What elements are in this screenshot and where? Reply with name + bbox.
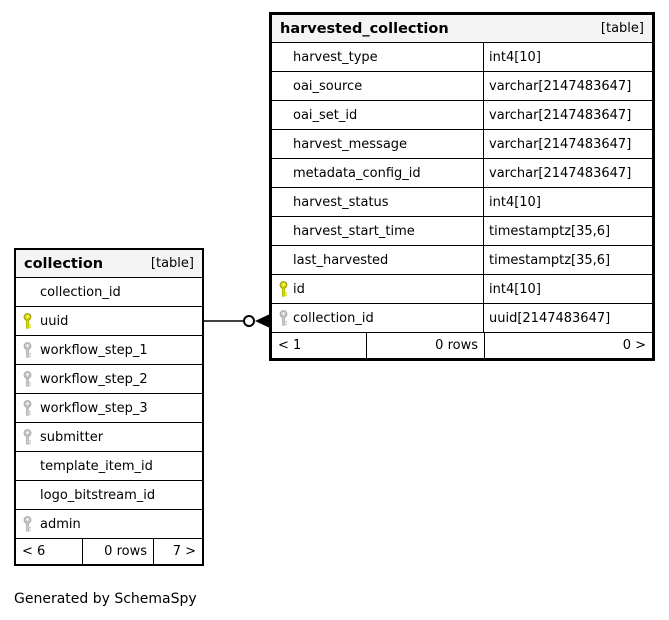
column-row-harvest_message[interactable]: harvest_message varchar[2147483647] (272, 130, 652, 159)
column-name-cell: template_item_id (16, 452, 202, 480)
column-name-cell: harvest_start_time (272, 217, 484, 245)
column-name-cell: harvest_message (272, 130, 484, 158)
column-type: int4[10] (489, 281, 541, 297)
column-row-collection_id[interactable]: collection_id (16, 278, 202, 307)
column-type: varchar[2147483647] (489, 107, 632, 123)
column-name-cell: uuid (16, 307, 202, 335)
column-row-uuid[interactable]: uuid (16, 307, 202, 336)
table-harvested-collection-header[interactable]: harvested_collection [table] (272, 15, 652, 43)
column-name-cell: admin (16, 510, 202, 538)
column-name: template_item_id (40, 458, 153, 474)
column-type: uuid[2147483647] (489, 310, 611, 326)
column-row-harvest_status[interactable]: harvest_status int4[10] (272, 188, 652, 217)
zero-or-one-circle-marker (243, 315, 255, 327)
column-name: harvest_message (293, 136, 408, 152)
table-collection-badge: [table] (150, 256, 194, 271)
column-type: int4[10] (489, 194, 541, 210)
column-type: int4[10] (489, 49, 541, 65)
column-name: oai_source (293, 78, 363, 94)
column-name-cell: workflow_step_3 (16, 394, 202, 422)
column-row-collection_id[interactable]: collection_id uuid[2147483647] (272, 304, 652, 333)
foreign-key-icon (22, 400, 33, 417)
table-collection-footer: < 6 0 rows 7 > (16, 539, 202, 564)
column-row-harvest_type[interactable]: harvest_type int4[10] (272, 43, 652, 72)
column-type: varchar[2147483647] (489, 136, 632, 152)
column-name: admin (40, 516, 81, 532)
table-harvested-collection: harvested_collection [table] harvest_typ… (269, 12, 655, 361)
column-name-cell: oai_set_id (272, 101, 484, 129)
column-row-admin[interactable]: admin (16, 510, 202, 539)
foreign-key-icon (22, 371, 33, 388)
column-type: varchar[2147483647] (489, 78, 632, 94)
column-name: id (293, 281, 305, 297)
column-name: uuid (40, 313, 69, 329)
foreign-key-icon (22, 516, 33, 533)
column-name-cell: submitter (16, 423, 202, 451)
column-name-cell: metadata_config_id (272, 159, 484, 187)
parents-count: < 6 (16, 539, 83, 564)
foreign-key-icon (22, 342, 33, 359)
column-name-cell: harvest_status (272, 188, 484, 216)
primary-key-icon (278, 281, 289, 298)
column-name-cell: collection_id (272, 304, 484, 332)
arrowhead-marker (255, 314, 270, 328)
column-name: submitter (40, 429, 104, 445)
table-collection-name: collection (24, 255, 104, 272)
column-name: collection_id (293, 310, 374, 326)
children-count: 0 > (622, 338, 646, 353)
column-row-submitter[interactable]: submitter (16, 423, 202, 452)
table-harvested-collection-name: harvested_collection (280, 20, 449, 37)
column-name-cell: id (272, 275, 484, 303)
generated-by-note: Generated by SchemaSpy (14, 591, 197, 607)
column-type: varchar[2147483647] (489, 165, 632, 181)
column-name-cell: workflow_step_1 (16, 336, 202, 364)
column-row-id[interactable]: id int4[10] (272, 275, 652, 304)
table-harvested-collection-rows: harvest_type int4[10] oai_source varchar[21… (272, 43, 652, 333)
column-type: timestamptz[35,6] (489, 223, 611, 239)
column-row-metadata_config_id[interactable]: metadata_config_id varchar[2147483647] (272, 159, 652, 188)
primary-key-icon (22, 313, 33, 330)
column-row-oai_set_id[interactable]: oai_set_id varchar[2147483647] (272, 101, 652, 130)
column-name-cell: collection_id (16, 278, 202, 306)
column-name: metadata_config_id (293, 165, 421, 181)
row-count: 0 rows (83, 539, 154, 564)
column-name: collection_id (40, 284, 121, 300)
column-row-workflow_step_3[interactable]: workflow_step_3 (16, 394, 202, 423)
column-type: timestamptz[35,6] (489, 252, 611, 268)
column-row-logo_bitstream_id[interactable]: logo_bitstream_id (16, 481, 202, 510)
column-name: logo_bitstream_id (40, 487, 156, 503)
children-count: 7 > (172, 544, 196, 559)
table-collection-header[interactable]: collection [table] (16, 250, 202, 278)
column-row-last_harvested[interactable]: last_harvested timestamptz[35,6] (272, 246, 652, 275)
column-name: oai_set_id (293, 107, 358, 123)
parents-count: < 1 (272, 333, 367, 358)
column-name-cell: oai_source (272, 72, 484, 100)
column-name: harvest_start_time (293, 223, 415, 239)
column-name-cell: logo_bitstream_id (16, 481, 202, 509)
column-name: workflow_step_2 (40, 371, 148, 387)
column-name-cell: harvest_type (272, 43, 484, 71)
column-name-cell: last_harvested (272, 246, 484, 274)
column-row-harvest_start_time[interactable]: harvest_start_time timestamptz[35,6] (272, 217, 652, 246)
foreign-key-icon (278, 310, 289, 327)
row-count: 0 rows (367, 333, 485, 358)
column-row-template_item_id[interactable]: template_item_id (16, 452, 202, 481)
column-name-cell: workflow_step_2 (16, 365, 202, 393)
column-row-oai_source[interactable]: oai_source varchar[2147483647] (272, 72, 652, 101)
column-name: workflow_step_3 (40, 400, 148, 416)
column-name: workflow_step_1 (40, 342, 148, 358)
relationship-connector (204, 314, 270, 328)
column-row-workflow_step_1[interactable]: workflow_step_1 (16, 336, 202, 365)
foreign-key-icon (22, 429, 33, 446)
column-name: harvest_status (293, 194, 389, 210)
column-row-workflow_step_2[interactable]: workflow_step_2 (16, 365, 202, 394)
table-harvested-collection-footer: < 1 0 rows 0 > (272, 333, 652, 358)
table-harvested-collection-badge: [table] (600, 21, 644, 36)
column-name: harvest_type (293, 49, 378, 65)
column-name: last_harvested (293, 252, 389, 268)
